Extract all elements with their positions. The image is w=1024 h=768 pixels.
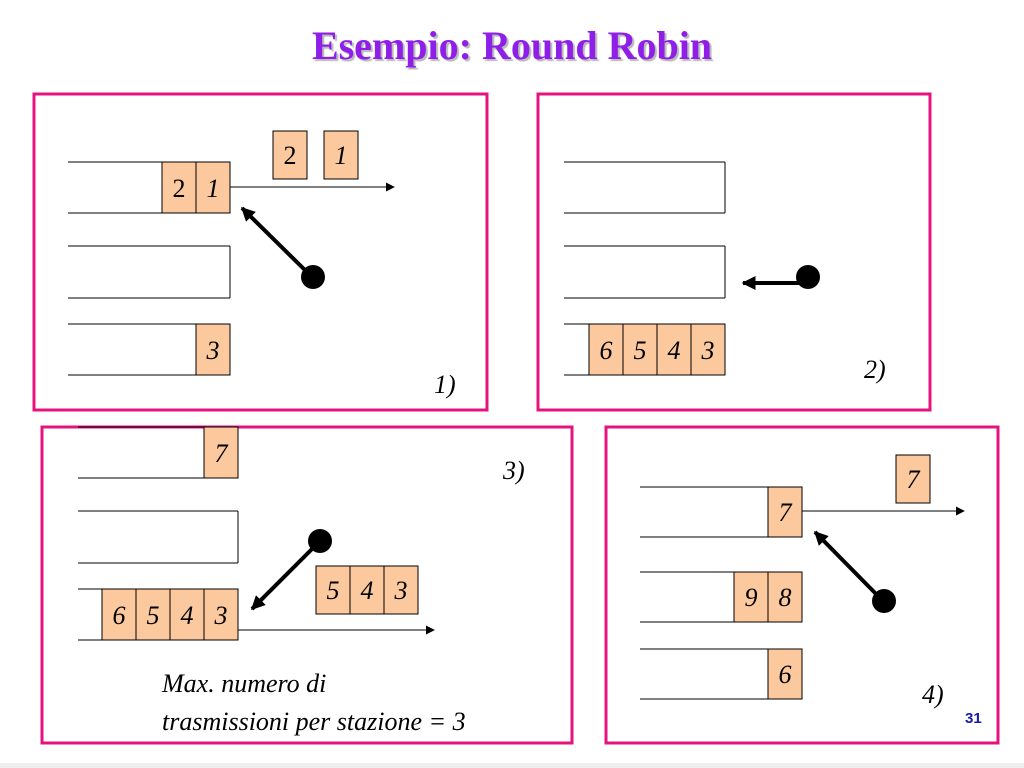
packet: 9 — [733, 571, 769, 623]
packet: 6 — [767, 648, 803, 700]
queue-3: 6 5 4 3 — [564, 323, 726, 376]
queue-2 — [564, 245, 726, 299]
queue-2 — [68, 245, 231, 299]
svg-text:5: 5 — [327, 576, 340, 605]
svg-text:5: 5 — [147, 601, 160, 630]
svg-text:7: 7 — [907, 465, 921, 494]
packet: 6 — [101, 588, 137, 641]
transmitted-packet: 5 — [315, 565, 351, 615]
packet: 5 — [622, 323, 658, 376]
queue-1: 7 — [640, 486, 803, 538]
svg-text:3: 3 — [206, 336, 220, 365]
svg-text:5: 5 — [634, 336, 647, 365]
svg-text:1: 1 — [335, 141, 348, 170]
queue-3: 6 — [640, 648, 803, 700]
panel-2: 6 5 4 3 2) — [536, 92, 932, 412]
packet: 7 — [203, 426, 239, 479]
packet: 3 — [203, 588, 239, 641]
scheduler-pivot — [308, 529, 332, 553]
scheduler-pivot — [872, 589, 896, 613]
svg-text:7: 7 — [215, 439, 229, 468]
queue-3: 6 5 4 3 — [78, 588, 239, 641]
panel-2-frame — [536, 92, 932, 412]
svg-text:6: 6 — [113, 601, 126, 630]
queue-2 — [78, 510, 239, 564]
panel-1: 2 1 3 2 — [32, 92, 489, 412]
page-number: 31 — [965, 710, 982, 727]
scheduler-pointer — [240, 206, 314, 279]
note-line-2: trasmissioni per stazione = 3 — [162, 707, 466, 736]
svg-text:2: 2 — [173, 174, 186, 203]
note-line-1: Max. numero di — [161, 669, 326, 698]
packet: 3 — [690, 323, 726, 376]
svg-text:8: 8 — [779, 583, 792, 612]
packet: 4 — [169, 588, 205, 641]
svg-text:1: 1 — [207, 174, 220, 203]
svg-text:4: 4 — [361, 576, 374, 605]
transmitted-packet: 2 — [272, 130, 308, 180]
svg-text:4: 4 — [181, 601, 194, 630]
svg-text:4: 4 — [668, 336, 681, 365]
svg-text:2: 2 — [284, 141, 297, 170]
packet: 8 — [767, 571, 803, 623]
queue-1 — [564, 161, 726, 214]
packet: 7 — [767, 486, 803, 538]
panel-2-label: 2) — [864, 355, 886, 384]
scheduler-pointer — [813, 530, 885, 603]
transmitted-packet: 3 — [383, 565, 419, 615]
svg-text:6: 6 — [779, 660, 792, 689]
panel-3: 7 6 5 4 3 — [40, 425, 574, 745]
packet: 5 — [135, 588, 171, 641]
packet: 1 — [195, 161, 231, 214]
panel-3-frame — [40, 425, 574, 745]
svg-text:7: 7 — [779, 498, 793, 527]
transmitted-packet: 4 — [349, 565, 385, 615]
transmitted-packet: 1 — [323, 130, 359, 180]
svg-text:3: 3 — [214, 601, 228, 630]
queue-2: 9 8 — [640, 571, 803, 623]
queue-3: 3 — [68, 323, 231, 376]
svg-text:9: 9 — [745, 583, 758, 612]
scheduler-pivot — [796, 265, 820, 289]
packet: 4 — [656, 323, 692, 376]
svg-text:6: 6 — [600, 336, 613, 365]
panel-1-label: 1) — [434, 370, 456, 399]
queue-1: 7 — [78, 426, 239, 479]
transmitted-packet: 7 — [895, 454, 931, 504]
slide-title: Esempio: Round Robin — [311, 23, 713, 68]
panel-1-frame — [32, 92, 489, 412]
svg-text:3: 3 — [394, 576, 408, 605]
panel-4-label: 4) — [922, 680, 944, 709]
bottom-bar — [0, 763, 1024, 768]
panel-4: 7 9 8 6 7 — [604, 425, 1000, 745]
queue-1: 2 1 — [68, 161, 231, 214]
packet: 3 — [195, 323, 231, 376]
scheduler-pointer — [250, 540, 321, 611]
panel-3-label: 3) — [502, 456, 525, 485]
packet: 6 — [588, 323, 624, 376]
svg-text:3: 3 — [701, 336, 715, 365]
packet: 2 — [161, 161, 197, 214]
scheduler-pivot — [301, 265, 325, 289]
